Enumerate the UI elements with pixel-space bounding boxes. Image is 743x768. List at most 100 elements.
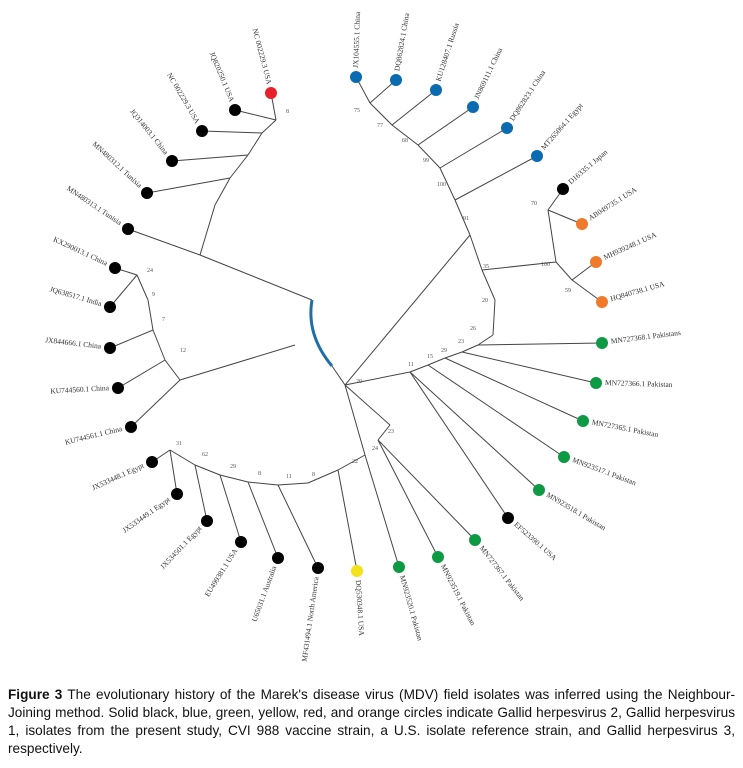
tree-branch: [219, 474, 249, 483]
leaf-label: HQ840738.1 USA: [609, 279, 666, 303]
tree-branch: [444, 351, 463, 359]
tree-branch: [547, 209, 583, 225]
tree-branch: [409, 364, 429, 373]
tree-branch: [109, 274, 138, 308]
tree-branch: [130, 379, 181, 428]
leaf-label: JX844666.1 China: [45, 335, 103, 350]
leaf-label: MH939248.1 USA: [602, 230, 658, 262]
tree-leaf: MN923520.1 Pakistan: [393, 561, 425, 642]
leaf-marker-green-circle: [533, 484, 545, 496]
bootstrap-value: 24: [147, 268, 153, 274]
tree-branch: [492, 299, 496, 336]
tree-leaf: MH939248.1 USA: [590, 230, 658, 268]
tree-branch: [469, 234, 483, 271]
tree-branch: [477, 342, 603, 346]
tree-branch: [146, 177, 231, 194]
tree-branch: [461, 351, 597, 384]
leaf-label: MN727368.1 Pakistans: [610, 328, 681, 346]
leaf-marker-blue-circle: [350, 71, 362, 83]
tree-branch: [164, 359, 181, 381]
tree-branch: [344, 371, 411, 386]
tree-branch: [391, 124, 419, 146]
tree-leaf: DQ862824.1 China: [390, 12, 411, 86]
tree-branch: [377, 424, 391, 441]
leaf-marker-black-circle: [229, 104, 241, 116]
tree-branch: [152, 329, 166, 361]
tree-leaf: JX844666.1 China: [45, 335, 116, 354]
tree-leaf: D16335.1 Japan: [557, 147, 609, 195]
tree-leaf: AB049735.1 USA: [576, 185, 639, 230]
tree-branch: [571, 279, 603, 303]
leaf-marker-blue-circle: [531, 150, 543, 162]
leaf-label: NC 002229.3 USA: [165, 71, 202, 125]
tree-branch: [409, 371, 509, 519]
tree-branch: [427, 364, 565, 458]
bootstrap-value: 68: [402, 138, 408, 144]
tree-leaf: DQ862823.1 China: [501, 68, 548, 134]
leaf-marker-orange-circle: [576, 218, 588, 230]
tree-branch: [417, 144, 441, 169]
tree-branch: [247, 481, 279, 486]
tree-leaf: MN480313.1 Tunisia: [65, 184, 134, 235]
tree-branch: [277, 482, 309, 486]
leaf-label: MN727367.1 Pakistan: [478, 544, 527, 603]
tree-branch: [194, 464, 208, 522]
tree-branch: [194, 464, 221, 476]
tree-branch: [377, 439, 476, 541]
leaf-label: KU744560.1 China: [50, 383, 110, 395]
leaf-marker-orange-circle: [590, 256, 602, 268]
bootstrap-value: 8: [286, 109, 289, 115]
tree-leaf: KU744561.1 China: [64, 421, 137, 447]
leaf-marker-orange-circle: [596, 296, 608, 308]
tree-branch: [427, 357, 446, 366]
tree-leaf: KU128407.1 Russia: [430, 21, 461, 96]
bootstrap-value: 31: [176, 441, 182, 447]
tree-branch: [247, 132, 263, 156]
tree-branch: [277, 484, 319, 569]
tree-branch: [199, 254, 313, 301]
tree-branch: [261, 119, 277, 134]
tree-branch: [369, 102, 393, 126]
tree-leaf: JQ314003.1 China: [128, 107, 178, 167]
tree-branch: [169, 449, 196, 466]
tree-branch: [337, 469, 358, 572]
leaf-marker-green-circle: [558, 451, 570, 463]
bootstrap-value: 29: [441, 348, 447, 354]
leaf-marker-black-circle: [502, 512, 514, 524]
leaf-marker-black-circle: [171, 488, 183, 500]
root-highlight: [309, 299, 334, 367]
bootstrap-value: 12: [180, 348, 186, 354]
tree-branch: [481, 261, 557, 271]
bootstrap-value: 35: [483, 264, 489, 270]
tree-branch: [439, 167, 456, 201]
tree-leaf: JN869111.1 China: [467, 46, 504, 113]
tree-leaf: KX290013.1 China: [52, 235, 121, 274]
bootstrap-value: 62: [202, 452, 208, 458]
leaf-label: JX104555.1 China: [351, 11, 362, 68]
leaf-label: MN923519.1 Pakistan: [439, 563, 478, 627]
bootstrap-values: 7577689910091352026232915112324701005982…: [147, 108, 571, 480]
bootstrap-value: 70: [531, 201, 537, 207]
tree-leaf: JX533449.1 Egypt: [121, 488, 183, 535]
bootstrap-value: 100: [541, 262, 550, 268]
tree-branch: [417, 106, 474, 146]
leaf-marker-blue-circle: [430, 84, 442, 96]
tree-leaf: JX534501.1 Egypt: [158, 515, 213, 571]
bootstrap-value: 8: [312, 472, 315, 478]
tree-branch: [454, 199, 471, 236]
leaf-marker-black-circle: [125, 421, 137, 433]
tree-leaf: JX104555.1 China: [350, 11, 362, 83]
tree-branch: [234, 109, 277, 121]
leaf-label: NC 002229.3 USA: [251, 28, 274, 86]
tree-branch: [117, 359, 166, 389]
tree-branch: [127, 228, 201, 256]
tree-branch: [219, 474, 242, 543]
caption-text: The evolutionary history of the Marek's …: [8, 687, 735, 756]
leaf-label: MF431494.1 North America: [300, 576, 321, 663]
bootstrap-value: 11: [408, 362, 414, 368]
leaf-marker-black-circle: [201, 515, 213, 527]
phylogenetic-tree: 7577689910091352026232915112324701005982…: [45, 11, 682, 662]
tree-leaf: NC 002229.3 USA: [165, 71, 208, 137]
leaf-label: DQ862824.1 China: [392, 12, 411, 72]
